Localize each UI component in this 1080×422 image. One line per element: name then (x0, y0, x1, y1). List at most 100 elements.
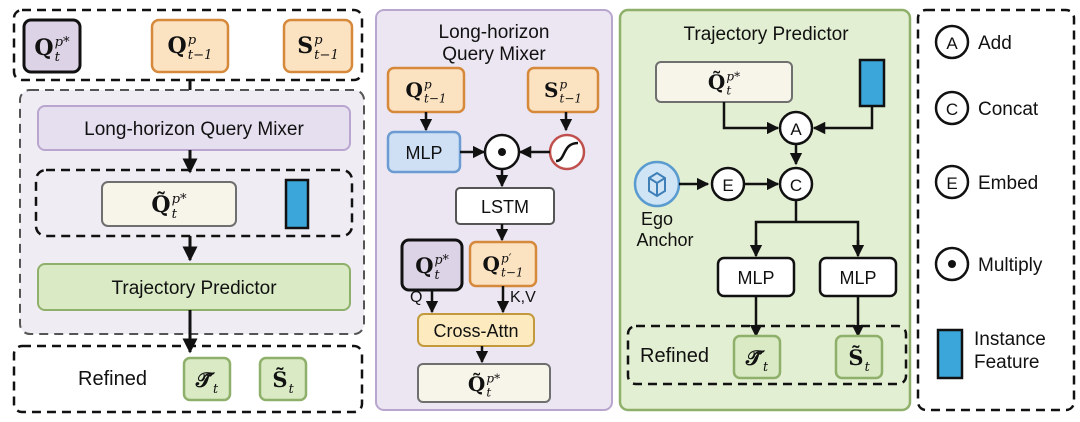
predictor-title: Trajectory Predictor (683, 24, 849, 45)
mixer-qstar-symbol: Qp*t (415, 252, 449, 282)
legend-multiply-label: Multiply (978, 255, 1043, 276)
mixer-title-line1: Long-horizon (439, 22, 550, 43)
q_tilde-base: Q̃ (151, 192, 170, 218)
legend-add-symbol: A (946, 34, 958, 53)
s_tilde-base: S̃ (848, 345, 863, 370)
mixer-output-box (417, 363, 551, 403)
q_prev-sup: p (188, 33, 197, 48)
q_tilde-sub: t (726, 84, 731, 98)
embed-node-symbol: E (722, 176, 733, 195)
mixer-sprev-box (526, 66, 600, 114)
ego-cube-icon (648, 171, 666, 198)
mixer-cross-attn-label: Cross-Attn (433, 321, 518, 341)
q_tilde-sup: p* (726, 70, 740, 84)
s_prev-sup: p (314, 33, 323, 48)
s_tilde-base: S̃ (272, 367, 287, 392)
traj-base: 𝒯̃ (745, 345, 765, 370)
left-refined-label: Refined (78, 368, 147, 390)
s_tilde-sub: t (289, 381, 295, 396)
legend-feature-line1: Instance (974, 329, 1046, 350)
s_prev-sub: t−1 (560, 92, 583, 106)
legend-item-multiply: Multiply (934, 246, 1043, 282)
predictor-refined-label: Refined (640, 345, 709, 367)
left-instance-feature-icon (284, 178, 310, 230)
ego-label-line1: Ego (641, 209, 673, 229)
legend-item-add: A Add (934, 24, 1012, 60)
left-qtilde-box (101, 181, 237, 227)
concat-node-symbol: C (790, 176, 802, 195)
legend-embed-label: Embed (978, 173, 1038, 194)
s_prev-sub: t−1 (314, 48, 339, 63)
predictor-panel (618, 8, 912, 412)
mixer-kv-label: K,V (510, 289, 536, 306)
q_prev-base: Q (168, 33, 187, 59)
q_prev-sub: t−1 (188, 48, 213, 63)
mixer-lstm-box (455, 187, 555, 225)
q_prime-base: Q (483, 252, 500, 276)
left-mixer-label: Long-horizon Query Mixer (84, 119, 304, 140)
query-star-box (22, 18, 82, 74)
legend-embed-icon (934, 164, 970, 200)
add-node-symbol: A (790, 120, 802, 139)
s_prev-base: S (544, 78, 558, 102)
q_prev-base: Q (406, 78, 423, 102)
q_tilde-base: Q̃ (708, 70, 725, 94)
q_tilde-sub: t (172, 207, 178, 222)
left-traj-box (182, 356, 232, 402)
mixer-mlp-label: MLP (405, 143, 442, 163)
legend-item-instance-feature: Instance Feature (936, 328, 1046, 380)
sigmoid-node-icon (548, 133, 586, 171)
mixer-qprime-symbol: Qp′t−1 (483, 252, 524, 280)
left-predictor-box (37, 263, 351, 311)
q_tilde-base: Q̃ (468, 372, 485, 396)
q_tilde-sup: p* (486, 372, 500, 386)
predictor-mlp-right-label: MLP (839, 268, 876, 288)
predictor-mlp-left-label: MLP (737, 268, 774, 288)
traj-sub: t (763, 359, 769, 374)
q_prime-sub: t−1 (501, 266, 524, 280)
left-stilde-box (258, 356, 308, 402)
legend-concat-label: Concat (978, 99, 1039, 120)
left-traj-symbol: 𝒯̃t (195, 367, 219, 396)
sigmoid-curve-icon (555, 141, 579, 163)
traj-base: 𝒯̃ (195, 367, 215, 392)
legend-add-label: Add (978, 33, 1012, 54)
legend-multiply-dot-icon (948, 260, 956, 268)
left-predictor-label: Trajectory Predictor (111, 278, 277, 299)
score-prev-box (282, 18, 354, 74)
s_prev-base: S (297, 33, 313, 59)
mixer-cross-attn-box (417, 313, 535, 347)
q_star-sup: p* (435, 252, 450, 267)
legend-embed-symbol: E (946, 174, 957, 193)
left-mixer-box (37, 105, 351, 151)
q_tilde-sub: t (486, 386, 491, 400)
s_tilde-sub: t (865, 359, 871, 374)
mixer-title-line2: Query Mixer (442, 44, 546, 65)
q_star-sup: p* (55, 35, 70, 50)
legend-item-embed: E Embed (934, 164, 1038, 200)
left-refined-frame (12, 344, 364, 414)
q_star-sub: t (435, 267, 441, 282)
multiply-dot-icon (498, 148, 506, 156)
q_star-sub: t (55, 50, 61, 65)
ego-label-line2: Anchor (636, 230, 693, 250)
left-qtilde-symbol: Q̃p*t (151, 192, 187, 222)
mixer-q-label: Q (410, 289, 422, 306)
legend-add-icon (934, 24, 970, 60)
q_star-base: Q (34, 35, 53, 61)
left-feature-frame (34, 168, 354, 238)
arrow-feature-to-add (812, 106, 874, 135)
predictor-traj-symbol: 𝒯̃t (745, 345, 769, 374)
traj-sub: t (213, 381, 219, 396)
s_prev-sup: p (560, 78, 568, 92)
legend-frame (916, 8, 1076, 412)
query-star-symbol: Qp*t (34, 35, 70, 65)
q_prime-sup: p′ (501, 252, 512, 266)
q_prev-sub: t−1 (424, 92, 447, 106)
legend-item-concat: C Concat (934, 90, 1039, 126)
